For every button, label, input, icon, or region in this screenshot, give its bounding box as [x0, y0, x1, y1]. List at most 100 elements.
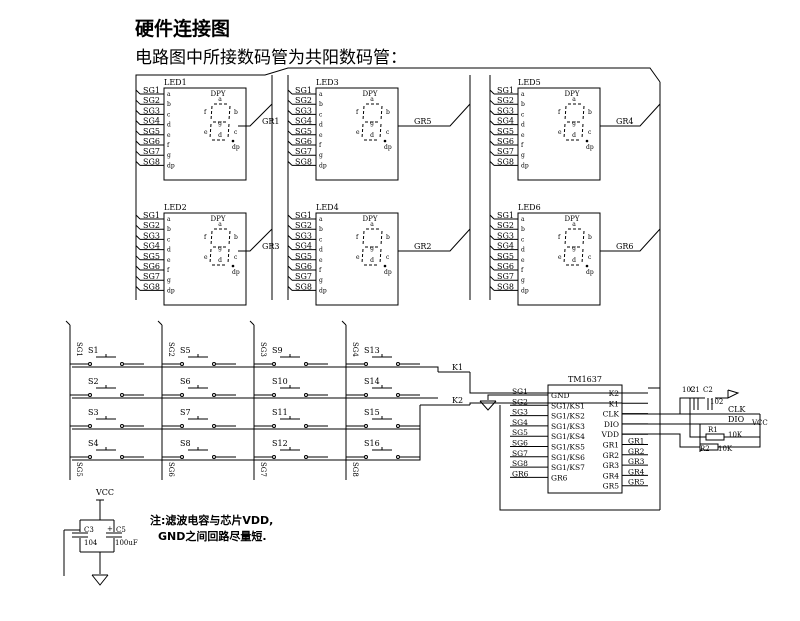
note-line-1: 注:滤波电容与芯片VDD,: [150, 514, 274, 527]
ground-symbol: [91, 574, 109, 586]
segment: [582, 230, 585, 246]
segment: [379, 248, 382, 264]
led-pin-label: SG6: [143, 262, 160, 271]
switch-contact: [364, 424, 368, 428]
switch-contact: [364, 393, 368, 397]
switch-contact: [396, 393, 400, 397]
led-header: DPY: [363, 215, 378, 223]
segment: [362, 105, 365, 121]
segment-letter: a: [167, 216, 171, 223]
bus-entry: [341, 320, 347, 326]
segment-letter: a: [218, 96, 222, 103]
chip-net-label: SG5: [512, 428, 528, 437]
segment-letter: f: [521, 267, 524, 274]
segment-letter: e: [204, 254, 208, 261]
led-header: DPY: [363, 90, 378, 98]
switch-label: S12: [272, 439, 288, 448]
led-pin-label: SG6: [497, 262, 514, 271]
segment-letter: b: [167, 226, 171, 233]
led-pin-label: SG5: [295, 127, 312, 136]
gr-bus-entry: [434, 228, 471, 252]
page-title: 硬件连接图: [135, 18, 231, 40]
segment-letter: e: [167, 132, 171, 139]
c3-value: 104: [84, 539, 98, 547]
page-subtitle: 电路图中所接数码管为共阳数码管：: [135, 48, 407, 68]
switch-contact: [272, 455, 276, 459]
segment-letter: dp: [167, 162, 175, 169]
led-name: LED2: [164, 203, 187, 212]
led-pin-label: SG2: [295, 221, 312, 230]
segment-letter: g: [218, 120, 222, 127]
vcc-label: VCC: [751, 419, 768, 427]
segment-letter: g: [218, 245, 222, 252]
switch-contact: [180, 455, 184, 459]
segment-letter: dp: [586, 269, 594, 276]
gr-bus-entry: [628, 103, 661, 127]
k2-route: [469, 372, 622, 394]
switch-column-bottom-label: SG6: [167, 462, 175, 477]
segment-letter: g: [572, 120, 576, 127]
segment-letter: a: [218, 221, 222, 228]
segment-letter: b: [521, 101, 525, 108]
switch-label: S5: [180, 346, 191, 355]
decimal-point: [383, 264, 387, 268]
bus-entry: [489, 161, 495, 166]
polarity-mark: +: [107, 525, 113, 533]
segment-letter: e: [521, 257, 525, 264]
gr-label: GR3: [262, 242, 280, 251]
segment-letter: g: [167, 152, 171, 159]
r1-label: R1: [708, 426, 718, 434]
led-pin-label: SG7: [143, 272, 160, 281]
led-header: DPY: [211, 90, 226, 98]
bus-entry: [489, 224, 495, 230]
led-pin-label: SG5: [497, 127, 514, 136]
bus-entry: [287, 235, 293, 240]
switch-contact: [212, 424, 216, 428]
c2-label: C2: [703, 386, 713, 394]
bus-entry: [287, 255, 293, 261]
chip-pin-label: GR1: [603, 441, 619, 450]
chip-pin-label: GR4: [603, 471, 620, 480]
chip-pin-label: CLK: [603, 410, 620, 419]
led-pin-label: SG6: [295, 137, 312, 146]
segment: [361, 248, 364, 264]
r2-value: 10K: [718, 445, 733, 453]
bus-entry: [249, 320, 255, 326]
segment-letter: a: [370, 96, 374, 103]
segment: [563, 123, 566, 139]
switch-contact: [88, 362, 92, 366]
bus-entry: [489, 150, 495, 156]
bus-entry: [489, 120, 495, 125]
led-pin-label: SG3: [497, 106, 514, 115]
chip-pin-label: GND: [551, 391, 570, 400]
led-pin-label: SG7: [295, 272, 312, 281]
chip-net-label: SG2: [512, 397, 528, 406]
led-name: LED6: [518, 203, 541, 212]
led-box: [163, 212, 247, 306]
segment-letter: e: [167, 257, 171, 264]
chip-net-label: SG8: [512, 459, 528, 468]
segment-letter: d: [521, 247, 525, 254]
chip-net-label: SG4: [512, 418, 528, 427]
chip-net-label: SG7: [512, 449, 528, 458]
segment: [582, 105, 585, 121]
segment-letter: b: [234, 234, 238, 241]
gr-label: GR6: [616, 242, 634, 251]
decimal-point: [231, 139, 235, 143]
switch-contact: [120, 393, 124, 397]
segment-letter: f: [167, 267, 170, 274]
led-pin-label: SG2: [143, 221, 160, 230]
segment-letter: g: [370, 245, 374, 252]
segment-letter: f: [521, 142, 524, 149]
segment-letter: dp: [586, 144, 594, 151]
c5-value: 100uF: [115, 539, 138, 547]
k1-row: [72, 366, 439, 372]
switch-contact: [180, 424, 184, 428]
chip-pin-label: GR2: [603, 451, 620, 460]
switch-contact: [304, 393, 308, 397]
c2-value: 102: [710, 398, 723, 406]
segment: [380, 105, 383, 121]
bus-entry: [135, 245, 141, 250]
r2-label: R2: [700, 445, 710, 453]
switch-label: S10: [272, 377, 288, 386]
